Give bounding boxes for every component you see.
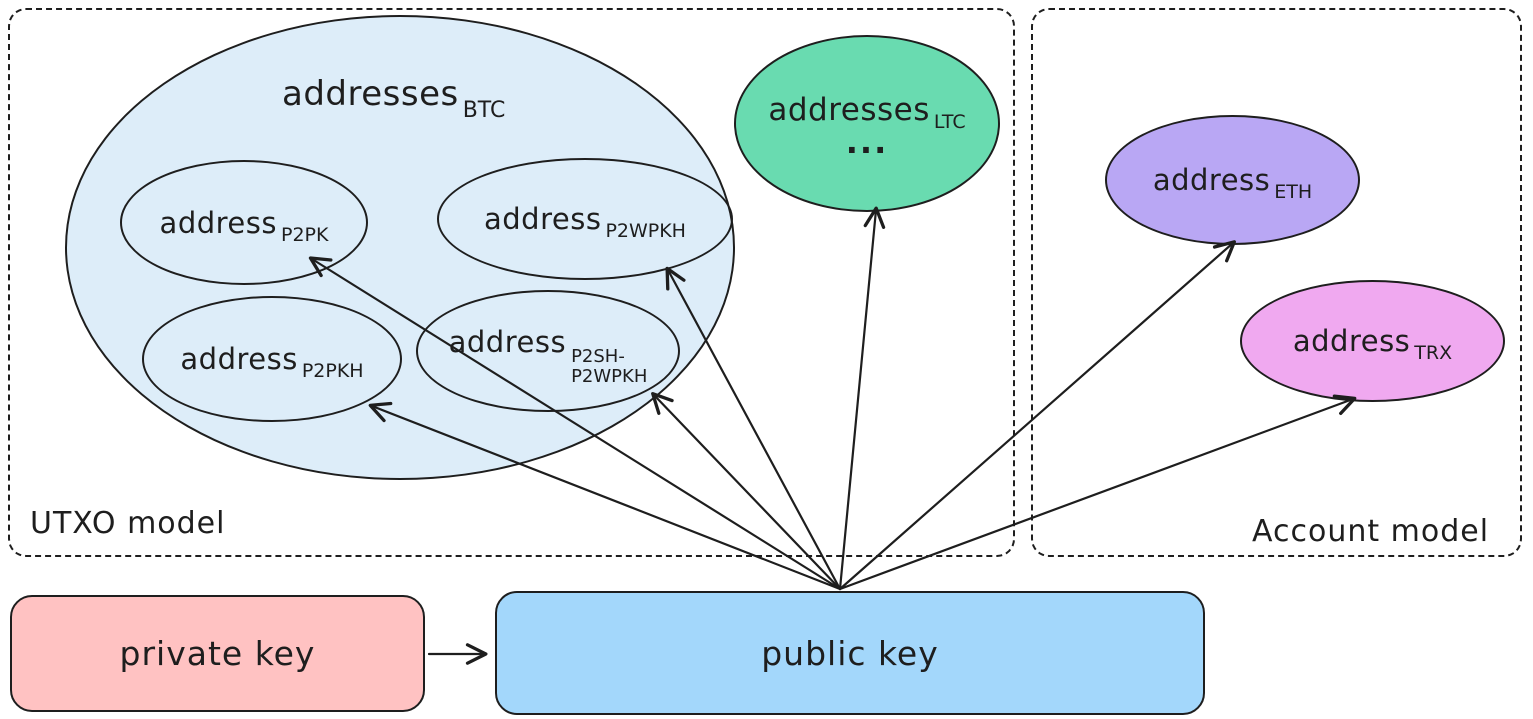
address-p2sh-p2wpkh-subscript: P2SH-P2WPKH [571,345,648,387]
address-p2wpkh-subscript: P2WPKH [605,220,686,242]
account-model-label: Account model [1252,514,1490,549]
address-trx-label: address [1292,324,1411,358]
address-p2pk-label: address [159,205,277,240]
ltc-ellipsis: ... [845,122,889,161]
address-p2pkh-label: address [180,342,298,376]
address-trx-subscript: TRX [1414,342,1453,364]
address-p2sh-p2wpkh-label: address [448,324,567,359]
btc-addresses-subscript: BTC [462,98,506,123]
private-key-label: private key [119,634,316,673]
ltc-addresses-label: addresses [768,91,930,128]
ltc-addresses-subscript: LTC [933,110,966,133]
public-key-label: public key [761,633,939,673]
address-p2pkh-subscript: P2PKH [301,360,364,382]
address-eth-label: address [1152,163,1271,197]
private-key-box: private key [10,595,425,712]
address-p2wpkh-label: address [484,202,602,236]
utxo-model-label: UTXO model [30,506,226,541]
address-p2pk-subscript: P2PK [280,223,329,246]
address-p2sh-subscript-line2: P2WPKH [571,366,648,387]
address-p2sh-subscript-line1: P2SH- [571,345,625,367]
public-key-box: public key [495,591,1205,715]
address-eth-subscript: ETH [1274,181,1313,203]
account-model-box [1031,8,1522,557]
btc-addresses-label: addresses [282,74,459,114]
